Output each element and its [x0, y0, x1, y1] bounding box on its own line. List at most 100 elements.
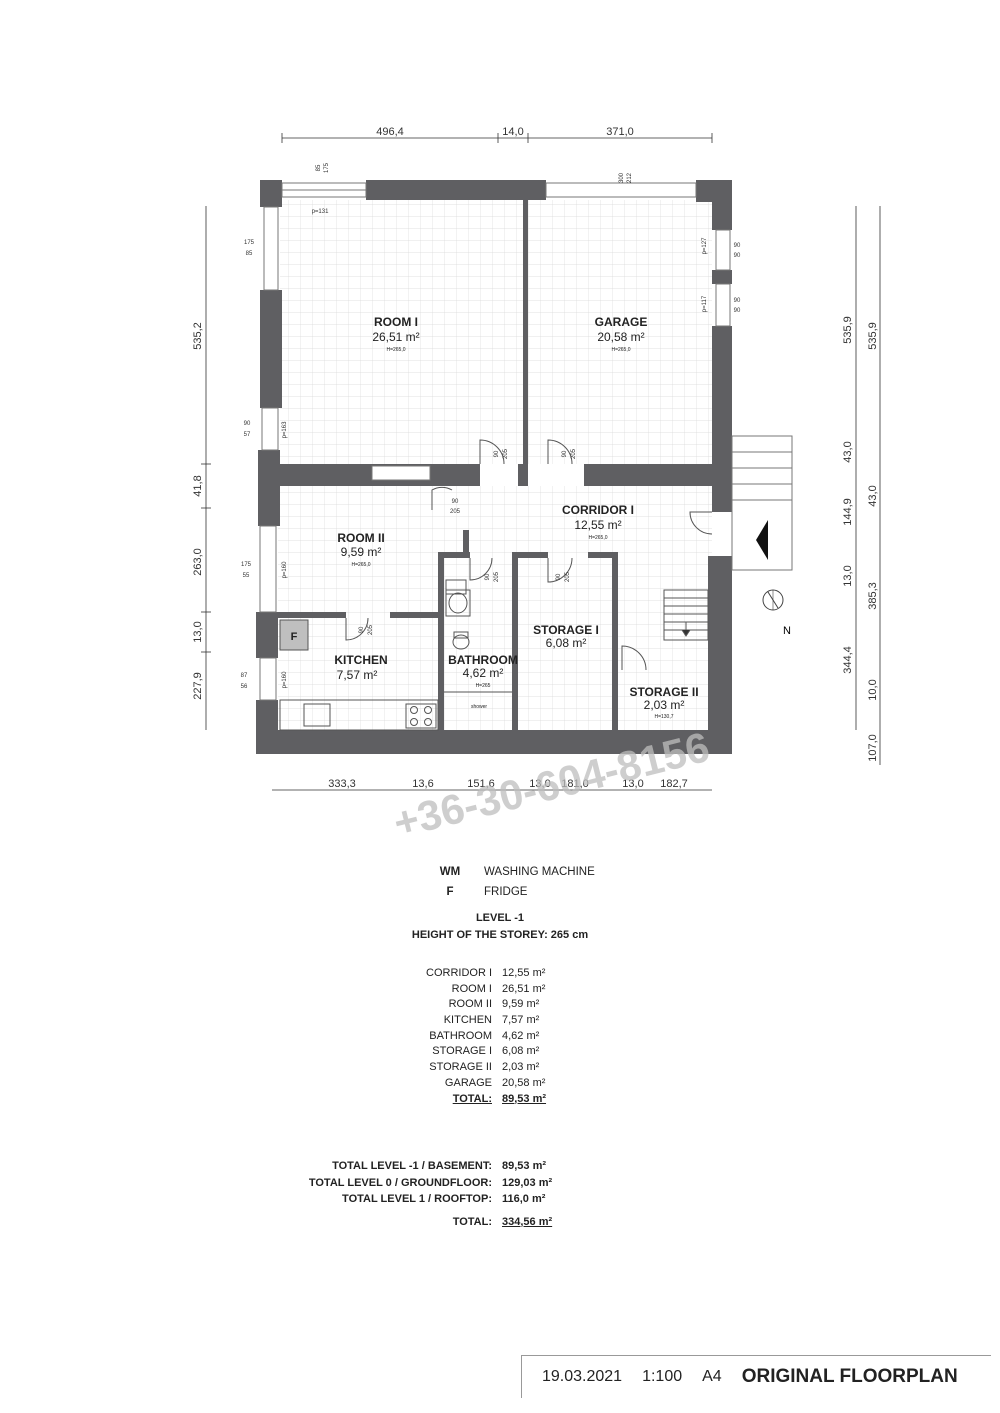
dimension-labels: 496,4 14,0 371,0 333,3 13,6 151,6 13,0 1… [192, 126, 879, 790]
svg-text:212: 212 [627, 172, 633, 183]
svg-text:90: 90 [494, 450, 500, 457]
level-total-value: 116,0 m² [502, 1193, 546, 1205]
bottom-dim: 181,0 [561, 778, 589, 790]
storage1-name: STORAGE I [533, 623, 599, 637]
area-value: 6,08 m² [502, 1045, 540, 1058]
kitchen-area: 7,57 m² [337, 668, 378, 682]
top-dim: 371,0 [606, 126, 634, 138]
right-outer-dim: 107,0 [867, 734, 879, 762]
area-row: CORRIDOR I 12,55 m² [340, 967, 640, 983]
garage-height: H=265,0 [611, 347, 630, 353]
svg-text:87: 87 [241, 673, 248, 679]
area-value: 26,51 m² [502, 982, 546, 995]
area-total-value: 89,53 m² [502, 1092, 547, 1105]
bathroom-fixtures [444, 579, 512, 693]
legend-desc: WASHING MACHINE [484, 866, 595, 878]
svg-text:90: 90 [556, 573, 562, 580]
svg-text:p=163: p=163 [282, 421, 288, 439]
footer-scale: 1:100 [642, 1368, 683, 1385]
area-name: ROOM II [448, 998, 492, 1011]
right-outer-dim: 43,0 [867, 485, 879, 506]
svg-text:90: 90 [359, 626, 365, 633]
north-label: N [783, 625, 791, 637]
level-total-value: 89,53 m² [502, 1160, 547, 1172]
storage1-area: 6,08 m² [546, 636, 587, 650]
entrance-steps [731, 435, 793, 571]
storey-height: HEIGHT OF THE STOREY: 265 cm [411, 929, 589, 941]
svg-text:175: 175 [241, 562, 252, 568]
area-row: BATHROOM 4,62 m² [340, 1030, 640, 1046]
svg-text:175: 175 [324, 162, 330, 173]
legend: WM WASHING MACHINE F FRIDGE [430, 866, 690, 906]
svg-text:90: 90 [452, 499, 459, 505]
room-labels: ROOM I 26,51 m² H=265,0 GARAGE 20,58 m² … [291, 315, 699, 720]
area-name: CORRIDOR I [426, 967, 492, 979]
fridge-label: F [291, 631, 298, 643]
svg-text:205: 205 [450, 509, 461, 515]
room2-area: 9,59 m² [341, 545, 382, 559]
corridor1-name: CORRIDOR I [562, 503, 634, 517]
area-name: BATHROOM [429, 1029, 492, 1042]
area-value: 12,55 m² [502, 967, 546, 979]
svg-text:85: 85 [316, 164, 322, 171]
garage-name: GARAGE [595, 315, 648, 329]
level-total-row: TOTAL LEVEL 1 / ROOFTOP: 116,0 m² [240, 1193, 640, 1210]
bottom-dim: 13,6 [412, 778, 433, 790]
legend-row: F FRIDGE [430, 886, 690, 906]
footer-date: 19.03.2021 [542, 1368, 623, 1385]
room1-area: 26,51 m² [372, 330, 419, 344]
area-value: 4,62 m² [502, 1029, 540, 1042]
bottom-dim: 151,6 [467, 778, 495, 790]
area-value: 7,57 m² [502, 1014, 540, 1027]
bottom-dim: 13,0 [622, 778, 643, 790]
top-dim: 14,0 [502, 126, 523, 138]
svg-text:p=131: p=131 [312, 209, 330, 215]
garage-area: 20,58 m² [597, 330, 644, 344]
room1-name: ROOM I [374, 315, 418, 329]
area-name: KITCHEN [443, 1014, 492, 1027]
legend-key: F [446, 886, 454, 898]
svg-text:90: 90 [734, 298, 741, 304]
level-total-value: 129,03 m² [502, 1176, 553, 1189]
right-inner-dim: 535,9 [842, 316, 854, 344]
floor-tiles [278, 200, 712, 730]
svg-text:p=117: p=117 [702, 295, 708, 312]
svg-text:p=160: p=160 [282, 561, 288, 579]
storage2-height: H=130,7 [654, 714, 673, 720]
area-name: GARAGE [444, 1076, 492, 1089]
storage2-name: STORAGE II [629, 685, 698, 699]
level-total-label: TOTAL LEVEL 1 / ROOFTOP: [342, 1193, 492, 1205]
left-dim: 535,2 [192, 322, 204, 350]
footer-paper: A4 [702, 1368, 722, 1385]
svg-text:85: 85 [246, 251, 253, 257]
grand-total-row: TOTAL:334,56 m² [240, 1216, 640, 1233]
svg-text:90: 90 [485, 573, 491, 580]
svg-text:300: 300 [619, 172, 625, 183]
right-outer-dim: 535,9 [867, 322, 879, 350]
svg-text:175: 175 [244, 240, 255, 246]
doors [345, 439, 713, 671]
svg-text:p=160: p=160 [282, 671, 288, 689]
bathroom-area: 4,62 m² [463, 666, 504, 680]
room2-height: H=265,0 [351, 562, 370, 568]
svg-text:90: 90 [734, 253, 741, 259]
stairs [663, 589, 709, 641]
level-total-label: TOTAL LEVEL 0 / GROUNDFLOOR: [308, 1176, 492, 1189]
right-outer-dim: 10,0 [867, 679, 879, 700]
svg-text:57: 57 [244, 432, 251, 438]
opening-labels: 85 175 300 212 p=131 p=127 p=117 p=163 p… [241, 162, 741, 690]
area-value: 20,58 m² [502, 1076, 546, 1089]
walls [256, 180, 732, 754]
bathroom-height: H=265 [476, 683, 491, 689]
storage2-area: 2,03 m² [644, 698, 685, 712]
svg-text:90: 90 [734, 243, 741, 249]
bathroom-name: BATHROOM [448, 653, 518, 667]
svg-text:90: 90 [562, 450, 568, 457]
svg-text:205: 205 [571, 448, 577, 459]
room1-height: H=265,0 [386, 347, 405, 353]
left-dim: 41,8 [192, 475, 204, 496]
svg-text:205: 205 [503, 448, 509, 459]
